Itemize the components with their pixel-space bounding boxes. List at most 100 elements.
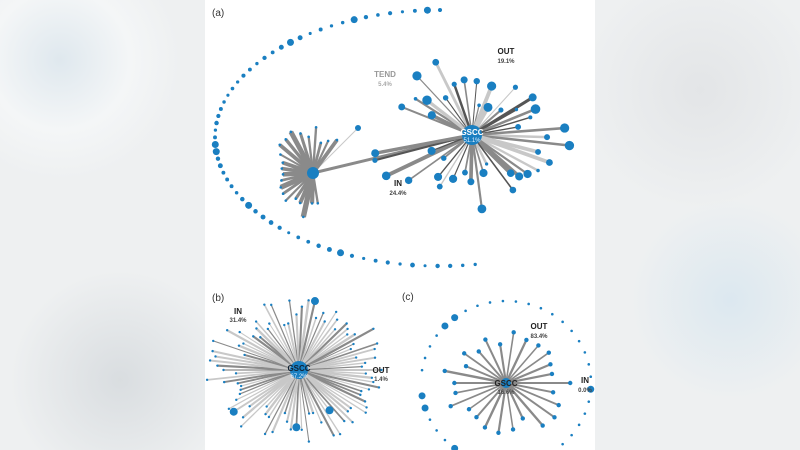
network-node: [568, 380, 573, 386]
network-node: [473, 262, 477, 267]
network-node: [268, 220, 274, 225]
network-edge: [297, 300, 316, 371]
network-node: [404, 176, 413, 185]
network-edge: [298, 328, 349, 371]
gscc-label-a: GSCC: [460, 128, 483, 137]
network-node: [288, 299, 291, 302]
network-node: [527, 302, 530, 306]
network-node: [278, 143, 282, 147]
network-node: [550, 312, 554, 316]
network-node: [476, 304, 479, 308]
network-node: [221, 170, 226, 175]
gscc-label-c: GSCC: [494, 379, 517, 388]
network-node: [512, 84, 519, 90]
network-node: [427, 146, 436, 155]
gscc-pct-a: 51.1%: [463, 138, 481, 144]
network-edge: [504, 339, 528, 384]
network-edge: [450, 382, 507, 408]
network-node: [326, 139, 330, 143]
network-node: [482, 425, 488, 430]
network-node: [281, 161, 285, 164]
network-node: [314, 125, 318, 129]
network-node: [316, 243, 321, 249]
network-node: [217, 163, 223, 169]
out-pct-b: 1.4%: [374, 377, 388, 383]
network-node: [225, 177, 230, 182]
network-edge: [505, 382, 556, 419]
tend-pct-a: 5.4%: [378, 82, 392, 88]
network-node: [476, 349, 481, 354]
network-node: [289, 428, 292, 431]
network-node: [442, 368, 447, 374]
network-node: [360, 389, 363, 393]
network-node: [352, 342, 355, 346]
network-node: [485, 162, 489, 166]
network-edge: [471, 134, 514, 191]
network-node: [530, 104, 541, 114]
network-node: [464, 309, 467, 313]
network-node: [340, 20, 345, 25]
network-node: [589, 375, 593, 379]
network-node: [343, 419, 346, 423]
network-node: [283, 323, 286, 327]
network-node: [422, 95, 432, 106]
network-edge: [228, 369, 300, 410]
network-node: [535, 148, 541, 155]
network-node: [546, 350, 552, 355]
network-node: [302, 215, 305, 219]
network-edge: [298, 369, 367, 408]
network-node: [442, 95, 449, 101]
network-node: [314, 316, 318, 320]
network-node: [428, 345, 432, 348]
nodes: [205, 6, 595, 450]
network-node: [215, 156, 221, 161]
network-node: [247, 67, 252, 72]
network-edge: [484, 339, 507, 384]
network-node: [300, 305, 304, 308]
network-node: [483, 337, 488, 342]
network-node: [546, 159, 553, 166]
network-node: [306, 239, 311, 244]
network-edge: [455, 382, 507, 394]
network-node: [222, 368, 225, 372]
network-node: [514, 300, 518, 303]
network-edge: [471, 126, 565, 137]
network-node: [230, 86, 235, 91]
network-node: [528, 93, 537, 102]
network-node: [423, 264, 427, 268]
network-node: [297, 35, 303, 41]
network-node: [561, 442, 564, 446]
network-edge: [463, 352, 507, 384]
network-node: [467, 178, 475, 186]
network-node: [372, 327, 375, 331]
network-node: [332, 434, 335, 437]
network-node: [435, 263, 440, 269]
panel-b-label: (b): [212, 293, 224, 304]
network-node: [413, 97, 418, 101]
network-node: [229, 407, 238, 416]
network-edge: [374, 133, 473, 155]
out-pct-c: 83.4%: [530, 334, 548, 340]
network-node: [434, 172, 443, 181]
network-edge: [263, 304, 300, 371]
network-node: [214, 120, 219, 126]
network-node: [310, 202, 314, 205]
network-node: [373, 258, 378, 263]
network-node: [451, 81, 457, 87]
network-node: [222, 100, 226, 104]
network-node: [441, 155, 447, 161]
network-node: [284, 138, 288, 141]
network-node: [587, 385, 595, 393]
network-node: [549, 371, 555, 377]
network-node: [418, 392, 426, 400]
network-node: [354, 356, 358, 359]
network-node: [239, 425, 243, 428]
network-edge: [505, 382, 544, 427]
network-edge: [483, 382, 508, 428]
network-edge: [236, 369, 300, 401]
network-node: [294, 197, 298, 200]
network-node: [237, 344, 241, 347]
network-node: [432, 58, 440, 66]
network-node: [286, 38, 294, 46]
